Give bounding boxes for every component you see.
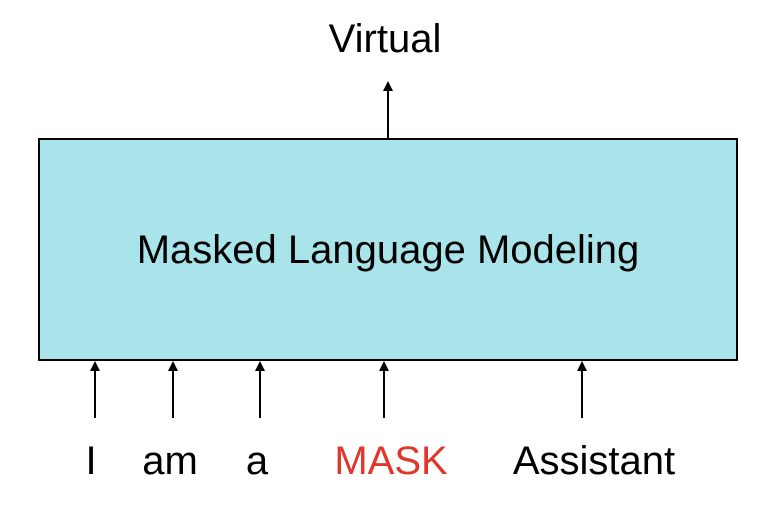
model-box: Masked Language Modeling [38, 138, 738, 361]
model-label: Masked Language Modeling [136, 227, 640, 272]
input-token-assistant: Assistant [512, 439, 676, 483]
input-token-am: am [142, 439, 198, 483]
input-token-i: I [85, 439, 97, 483]
output-word: Virtual [328, 17, 442, 61]
input-token-mask: MASK [334, 439, 448, 483]
input-token-a: a [245, 439, 269, 483]
